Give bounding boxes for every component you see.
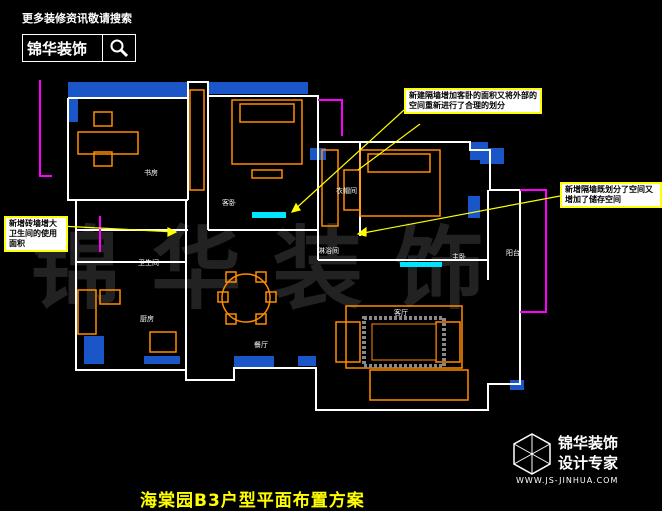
room-label-living: 客厅 — [394, 309, 408, 317]
cube-logo-icon — [513, 433, 551, 475]
room-label-toilet: 卫生间 — [138, 259, 159, 267]
annotation-top: 新建隔墙增加客卧的面积又将外部的空间重新进行了合理的划分 — [404, 88, 542, 114]
annotation-left: 新增砖墙增大卫生间的使用面积 — [4, 216, 68, 252]
room-label-master-bedroom: 主卧 — [452, 253, 466, 261]
footer-company: 锦华装饰 — [558, 434, 619, 452]
magnifier-icon[interactable] — [102, 35, 135, 61]
footer-logo: 锦华装饰 设计专家 WWW.JS-JINHUA.COM — [510, 432, 658, 494]
room-label-kitchen: 厨房 — [140, 315, 154, 323]
living-rug — [362, 316, 446, 368]
footer-slogan: 设计专家 — [558, 454, 619, 472]
plan-title: 海棠园B3户型平面布置方案 — [140, 491, 365, 511]
room-label-dining: 餐厅 — [254, 341, 268, 349]
footer-url[interactable]: WWW.JS-JINHUA.COM — [516, 476, 619, 485]
annotation-pointers — [59, 109, 561, 237]
room-label-study: 书房 — [144, 169, 158, 177]
room-label-balcony: 阳台 — [506, 249, 520, 257]
magenta-lines — [39, 80, 547, 313]
blue-fills — [68, 82, 524, 390]
brand-search-box[interactable]: 锦华装饰 — [22, 34, 136, 62]
furniture — [77, 89, 469, 401]
annotation-right: 新增隔墙既划分了空间又增加了储存空间 — [560, 182, 662, 208]
room-label-walk-in-closet: 衣帽间 — [336, 187, 357, 195]
room-label-bathroom: 淋浴间 — [318, 247, 339, 255]
room-label-guest-bedroom: 客卧 — [222, 199, 236, 207]
cyan-accents — [252, 212, 442, 267]
brand-name: 锦华装饰 — [27, 39, 88, 58]
tagline: 更多装修资讯敬请搜索 — [22, 12, 132, 25]
